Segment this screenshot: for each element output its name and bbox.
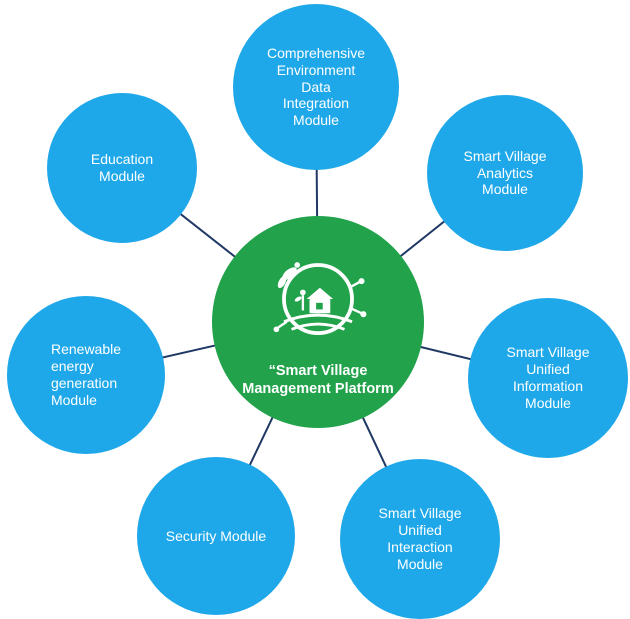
node-unified-information-module: Smart Village Unified Information Module (468, 298, 628, 458)
center-node-smart-village-platform: “Smart Village Management Platform (212, 216, 424, 428)
node-security-label: Security Module (165, 527, 267, 544)
node-unified-information-label: Smart Village Unified Information Module (506, 344, 590, 411)
node-analytics-label: Smart Village Analytics Module (463, 147, 547, 198)
node-renewable-energy-label: Renewable energy generation Module (50, 341, 122, 408)
node-education-module: Education Module (47, 93, 197, 243)
node-unified-interaction-module: Smart Village Unified Interaction Module (340, 459, 500, 619)
node-education-label: Education Module (90, 151, 154, 184)
node-environment-data-module: Comprehensive Environment Data Integrati… (233, 4, 399, 170)
node-renewable-energy-module: Renewable energy generation Module (7, 296, 165, 454)
center-node-label: “Smart Village Management Platform (242, 362, 394, 397)
node-security-module: Security Module (137, 457, 295, 615)
node-analytics-module: Smart Village Analytics Module (427, 95, 583, 251)
smart-village-logo-icon (273, 262, 367, 335)
node-unified-interaction-label: Smart Village Unified Interaction Module (378, 505, 462, 572)
node-environment-data-label: Comprehensive Environment Data Integrati… (266, 45, 366, 129)
